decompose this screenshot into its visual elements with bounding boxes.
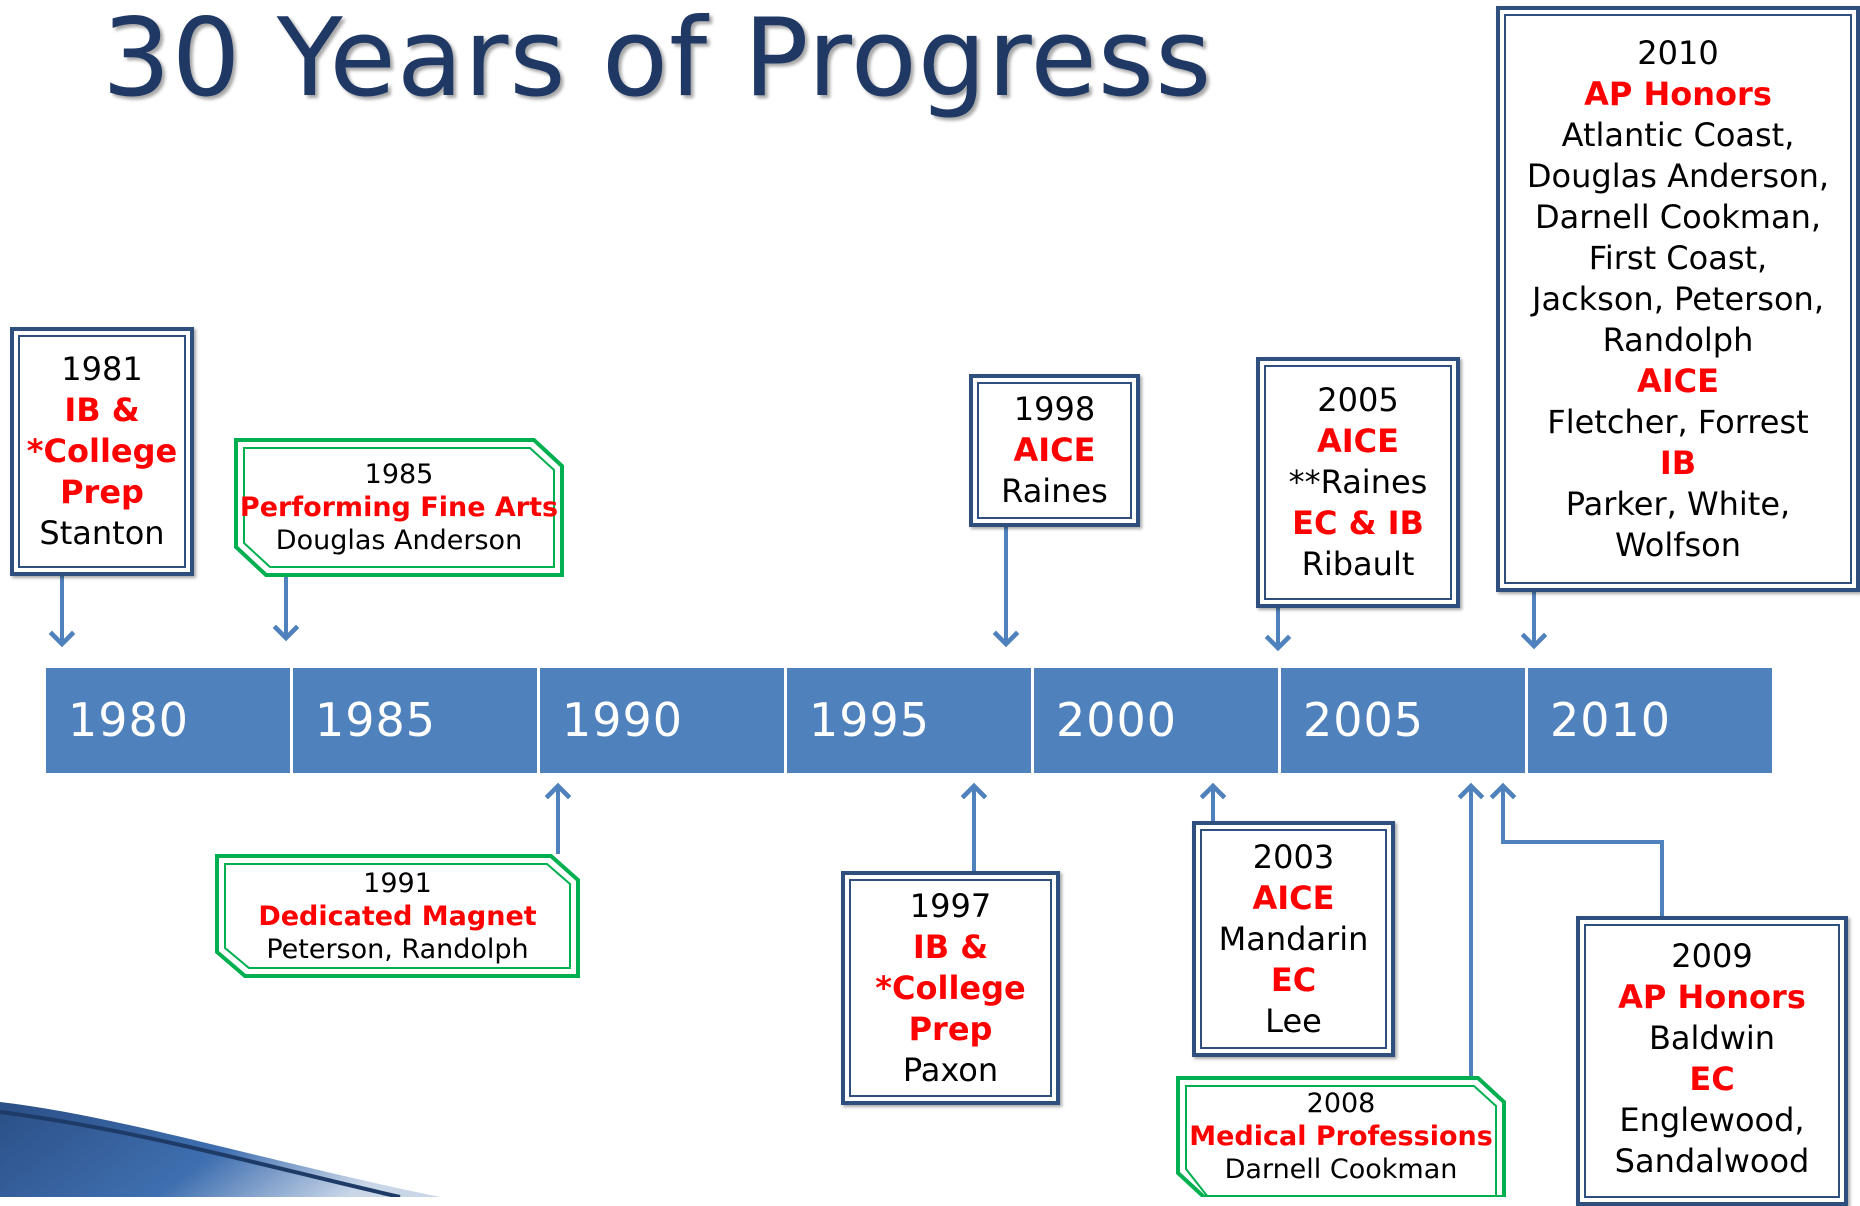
event-year: 2005 bbox=[1317, 381, 1399, 419]
event-program: Medical Professions bbox=[1189, 1121, 1493, 1152]
event-program: Prep bbox=[60, 473, 144, 511]
timeline-segment: 1980 bbox=[46, 668, 290, 773]
event-year: 1981 bbox=[61, 350, 143, 388]
event-year: 2010 bbox=[1637, 33, 1719, 72]
event-school: Sandalwood bbox=[1614, 1142, 1810, 1180]
event-year: 1991 bbox=[363, 867, 432, 899]
event-school: Ribault bbox=[1301, 545, 1415, 583]
event-program: AP Honors bbox=[1584, 74, 1772, 113]
event-year: 1997 bbox=[909, 886, 992, 925]
event-school: Fletcher, Forrest bbox=[1547, 402, 1809, 441]
timeline-segment: 1995 bbox=[787, 668, 1031, 773]
event-school: Darnell Cookman, bbox=[1534, 197, 1822, 236]
event-box-1991: 1991 Dedicated Magnet Peterson, Randolph bbox=[215, 854, 580, 978]
decorative-swoosh bbox=[0, 1102, 440, 1197]
event-box-1998: 1998 AICE Raines bbox=[969, 374, 1140, 527]
event-year: 2003 bbox=[1252, 837, 1335, 876]
event-program: EC bbox=[1270, 960, 1317, 999]
event-program: IB & bbox=[912, 927, 989, 966]
timeline-segment: 2000 bbox=[1034, 668, 1278, 773]
event-school: Peterson, Randolph bbox=[266, 933, 529, 965]
event-program: IB bbox=[1659, 443, 1697, 482]
event-school: Randolph bbox=[1602, 320, 1754, 359]
event-box-2008: 2008 Medical Professions Darnell Cookman bbox=[1176, 1076, 1506, 1197]
event-program: *College bbox=[26, 432, 178, 470]
event-year: 1998 bbox=[1013, 390, 1096, 428]
event-school: Atlantic Coast, bbox=[1561, 115, 1795, 154]
event-program: AICE bbox=[1013, 431, 1096, 469]
timeline-bar: 1980 1985 1990 1995 2000 2005 2010 bbox=[46, 668, 1772, 773]
event-program: EC & IB bbox=[1292, 504, 1424, 542]
event-program: AICE bbox=[1636, 361, 1719, 400]
timeline-segment: 1990 bbox=[540, 668, 784, 773]
event-program: Prep bbox=[908, 1009, 993, 1048]
event-program: *College bbox=[875, 968, 1026, 1007]
event-box-1981: 1981 IB & *College Prep Stanton bbox=[10, 327, 194, 576]
event-program: IB & bbox=[64, 391, 140, 429]
event-box-2005: 2005 AICE **Raines EC & IB Ribault bbox=[1256, 357, 1460, 608]
event-year: 1985 bbox=[364, 459, 434, 490]
event-box-1985: 1985 Performing Fine Arts Douglas Anders… bbox=[234, 438, 564, 577]
event-year: 2008 bbox=[1306, 1088, 1376, 1119]
event-school: Lee bbox=[1265, 1001, 1322, 1040]
timeline-segment: 1985 bbox=[293, 668, 537, 773]
arrow-2009 bbox=[1489, 782, 1664, 918]
event-school: Paxon bbox=[902, 1050, 999, 1089]
event-year: 2009 bbox=[1671, 937, 1753, 975]
event-program: AICE bbox=[1316, 422, 1399, 460]
event-school: Douglas Anderson, bbox=[1526, 156, 1830, 195]
event-school: Stanton bbox=[39, 514, 165, 552]
event-school: **Raines bbox=[1288, 463, 1428, 501]
event-school: Englewood, bbox=[1619, 1101, 1805, 1139]
event-program: AP Honors bbox=[1618, 978, 1806, 1016]
event-school: Parker, White, bbox=[1565, 484, 1791, 523]
event-box-2009: 2009 AP Honors Baldwin EC Englewood, San… bbox=[1576, 916, 1848, 1206]
event-school: Raines bbox=[1001, 472, 1108, 510]
event-program: AICE bbox=[1252, 878, 1335, 917]
event-program: Dedicated Magnet bbox=[258, 900, 537, 932]
timeline-segment: 2005 bbox=[1281, 668, 1525, 773]
event-school: Douglas Anderson bbox=[275, 525, 523, 556]
event-program: EC bbox=[1689, 1060, 1735, 1098]
event-box-1997: 1997 IB & *College Prep Paxon bbox=[841, 871, 1060, 1105]
event-school: Darnell Cookman bbox=[1224, 1154, 1458, 1185]
event-school: Baldwin bbox=[1648, 1019, 1776, 1057]
timeline-segment: 2010 bbox=[1528, 668, 1772, 773]
page-title: 30 Years of Progress bbox=[102, 0, 1213, 121]
event-program: Performing Fine Arts bbox=[239, 492, 559, 523]
event-school: Jackson, Peterson, bbox=[1532, 279, 1824, 318]
event-school: First Coast, bbox=[1588, 238, 1768, 277]
event-school: Mandarin bbox=[1218, 919, 1369, 958]
event-box-2010: 2010 AP Honors Atlantic Coast, Douglas A… bbox=[1496, 6, 1860, 592]
event-box-2003: 2003 AICE Mandarin EC Lee bbox=[1192, 821, 1395, 1057]
event-school: Wolfson bbox=[1614, 525, 1742, 564]
